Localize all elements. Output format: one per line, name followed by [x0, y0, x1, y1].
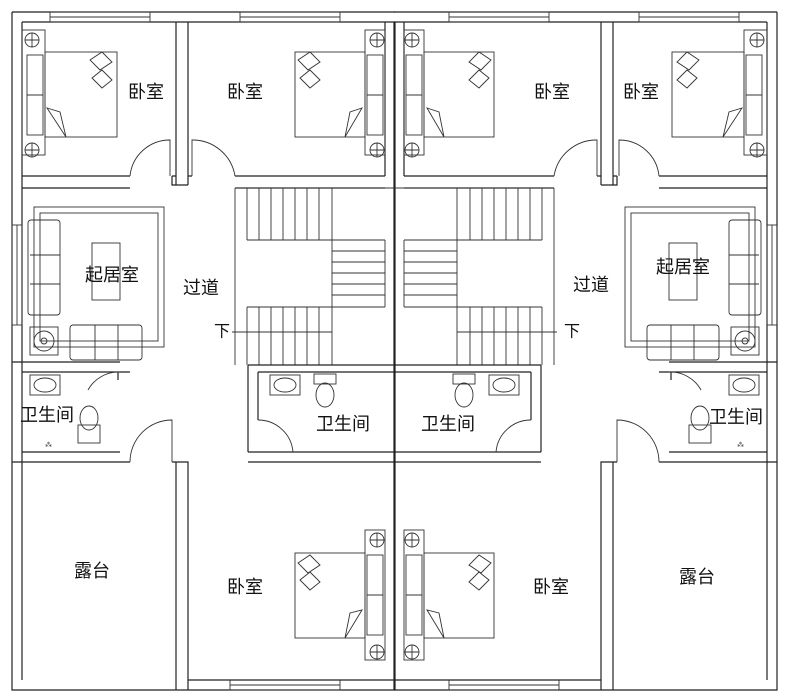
room-label: 卧室 — [128, 82, 164, 103]
room-label: 起居室 — [656, 257, 710, 278]
room-label: 卧室 — [533, 577, 569, 598]
room-label: 卫生间 — [20, 405, 74, 426]
room-label: 卫生间 — [316, 414, 370, 435]
room-label: 卧室 — [623, 82, 659, 103]
room-label: 卧室 — [227, 82, 263, 103]
room-label: 卧室 — [534, 82, 570, 103]
room-label: 过道 — [573, 275, 609, 296]
stairs-down-label: 下 — [214, 322, 230, 341]
room-label: 过道 — [183, 278, 219, 299]
room-label: 卧室 — [227, 577, 263, 598]
stairs-down-label: 下 — [564, 322, 580, 341]
room-label: 起居室 — [85, 265, 139, 286]
room-label: 露台 — [679, 567, 715, 588]
left-half — [11, 11, 396, 691]
right-half — [393, 11, 778, 691]
room-label: 卫生间 — [421, 414, 475, 435]
room-label: 露台 — [74, 561, 110, 582]
room-label: 卫生间 — [709, 407, 763, 428]
